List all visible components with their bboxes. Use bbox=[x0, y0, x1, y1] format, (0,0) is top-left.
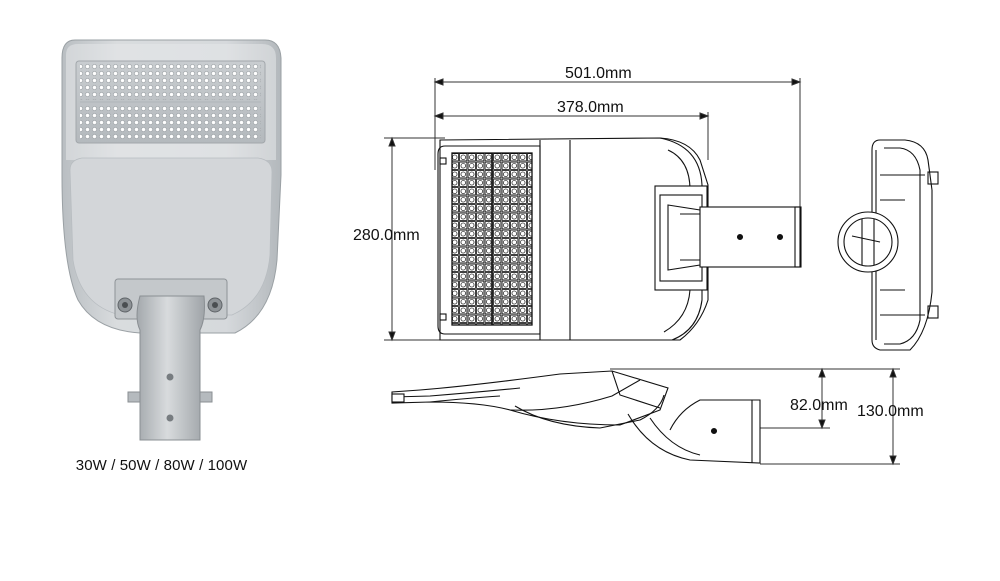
dim-label-130: 130.0mm bbox=[857, 403, 924, 420]
side-view-drawing bbox=[391, 367, 900, 466]
dimension-heights bbox=[610, 367, 900, 466]
dim-label-82: 82.0mm bbox=[790, 397, 848, 414]
dimension-width bbox=[384, 136, 445, 342]
dimension-overall-length bbox=[433, 78, 802, 230]
dim-label-501: 501.0mm bbox=[565, 65, 632, 82]
dimension-head-length bbox=[433, 112, 710, 160]
pole-arm bbox=[136, 295, 205, 441]
product-render bbox=[61, 39, 282, 441]
dim-label-378: 378.0mm bbox=[557, 99, 624, 116]
top-view-drawing bbox=[384, 78, 802, 342]
end-view-drawing bbox=[837, 139, 939, 351]
wattage-caption: 30W / 50W / 80W / 100W bbox=[75, 457, 248, 474]
dim-label-280: 280.0mm bbox=[353, 227, 420, 244]
